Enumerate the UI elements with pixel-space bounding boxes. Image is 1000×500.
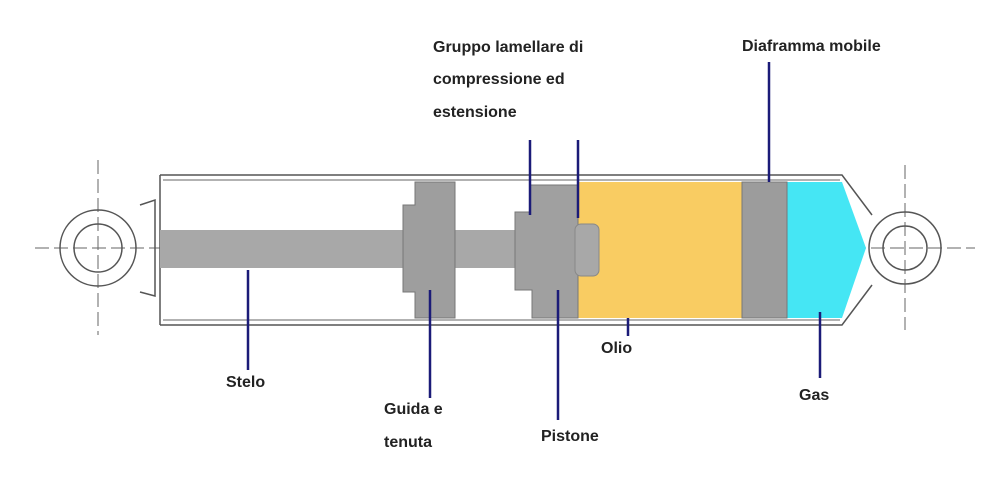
right-eye-mount — [868, 211, 942, 285]
label-guida-1: Guida e — [384, 401, 443, 418]
label-gruppo-2: compressione ed — [433, 71, 565, 88]
label-diaframma: Diaframma mobile — [742, 38, 881, 55]
label-gruppo-3: estensione — [433, 104, 517, 121]
floating-diaphragm — [741, 181, 788, 319]
label-guida-2: tenuta — [384, 434, 432, 451]
piston-nut — [574, 223, 600, 277]
oil-chamber — [578, 182, 742, 318]
label-gruppo-1: Gruppo lamellare di — [433, 39, 584, 56]
label-stelo: Stelo — [226, 374, 266, 391]
label-pistone: Pistone — [541, 428, 599, 445]
rod-guide-seal — [402, 181, 456, 319]
piston — [514, 184, 579, 319]
label-olio: Olio — [601, 340, 633, 357]
rod — [160, 230, 520, 268]
label-gas: Gas — [799, 387, 830, 404]
leader-lines — [246, 62, 822, 420]
left-eye-mount — [59, 198, 156, 297]
gas-chamber — [787, 182, 866, 318]
